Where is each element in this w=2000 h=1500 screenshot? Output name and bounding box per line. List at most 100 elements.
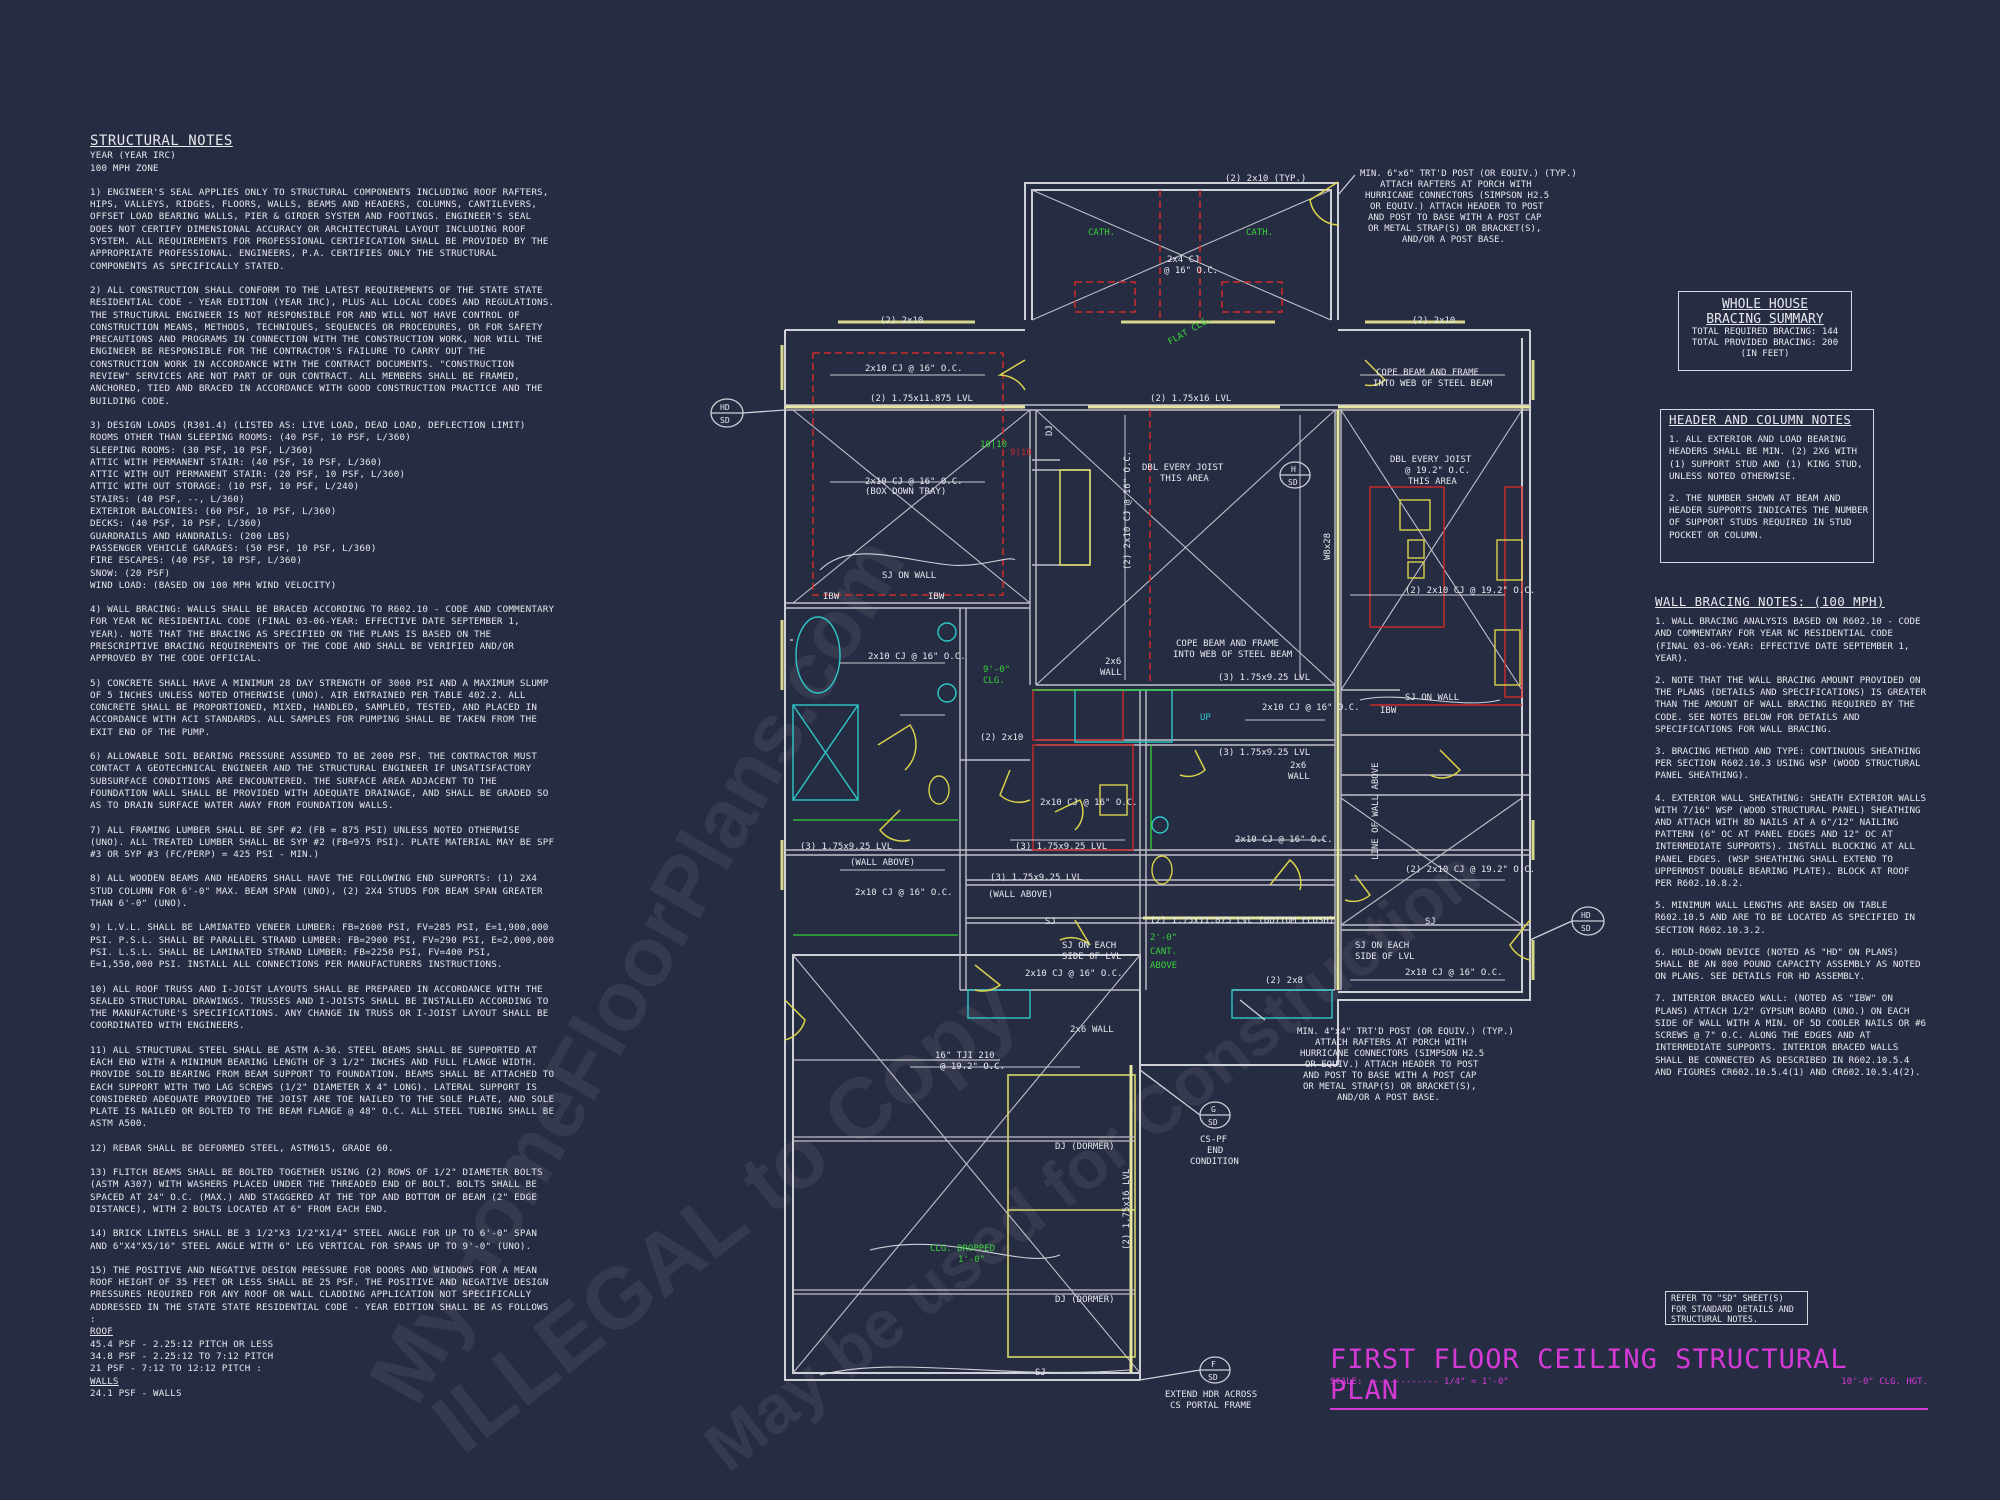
- ceiling-diagonals: [792, 189, 1523, 1374]
- tag-sd-text: SD: [1208, 1373, 1218, 1382]
- door-swing: [1179, 749, 1206, 778]
- door-swing: [999, 769, 1031, 804]
- label-cj-2x10: 2x10 CJ @ 16" O.C.: [1262, 703, 1360, 713]
- walls-label: WALLS: [90, 1375, 119, 1387]
- label-dbl-joist-right: THIS AREA: [1408, 477, 1457, 487]
- laundry: [1099, 784, 1128, 816]
- wall-bracing-note: 7. INTERIOR BRACED WALL: (NOTED AS "IBW"…: [1655, 993, 1927, 1078]
- label-lvl-175x925: (3) 1.75x9.25 LVL: [1218, 673, 1310, 683]
- structural-note: 8) ALL WOODEN BEAMS AND HEADERS SHALL HA…: [90, 873, 543, 910]
- label-sj-each-side: SIDE OF LVL: [1062, 952, 1122, 962]
- label-extend-hdr: CS PORTAL FRAME: [1170, 1401, 1251, 1411]
- door-swing: [879, 809, 911, 842]
- label-2x6-wall: 2x6: [1290, 761, 1306, 771]
- label-cs-pf: CONDITION: [1190, 1157, 1239, 1167]
- label-dbl-joist-right: @ 19.2" O.C.: [1405, 466, 1470, 476]
- diagonal-line: [1031, 189, 1332, 321]
- wind-zone: 100 mph ZONE: [90, 162, 159, 174]
- door-swing: [974, 964, 1002, 992]
- label-cj-2x10: 2x10 CJ @ 16" O.C.: [1235, 835, 1333, 845]
- label-post-note-bottom: HURRICANE CONNECTORS (SIMPSON H2.5: [1300, 1049, 1484, 1059]
- label-cj-2x10: 2x10 CJ @ 16" O.C.: [1040, 798, 1138, 808]
- structural-note: 3) DESIGN LOADS (R301.4) (LISTED AS: LIV…: [90, 419, 526, 591]
- label-post-note-top: AND/OR A POST BASE.: [1402, 235, 1505, 245]
- kitchen-island: [1407, 539, 1425, 559]
- wall-bracing-title: WALL BRACING NOTES: (100 MPH): [1655, 594, 1885, 609]
- house-outline-upper: [784, 330, 1140, 1381]
- bracing-title: WHOLE HOUSE BRACING SUMMARY: [1706, 297, 1824, 327]
- label-cath: CATH.: [1246, 228, 1273, 238]
- right-wing-outline: [1337, 330, 1531, 1065]
- label-lvl-175x925: (3) 1.75x9.25 LVL: [800, 842, 892, 852]
- label-lvl-175x925: (3) 1.75x9.25 LVL: [1218, 748, 1310, 758]
- section-tags: [710, 174, 1605, 1384]
- tag-sd-text: SD: [1208, 1118, 1218, 1127]
- roof-line: 34.8 PSF - 2.25:12 TO 7:12 PITCH: [90, 1350, 274, 1362]
- label-cath: CATH.: [1088, 228, 1115, 238]
- label-post-note-bottom: OR EQUIV.) ATTACH HEADER TO POST: [1305, 1060, 1479, 1070]
- red-joist-rect: [1074, 281, 1136, 313]
- label-post-note-top: HURRICANE CONNECTORS (SIMPSON H2.5: [1365, 191, 1549, 201]
- label-post-note-top: MIN. 6"x6" TRT'D POST (OR EQUIV.) (TYP.): [1360, 169, 1577, 179]
- wall-bracing-note: 6. HOLD-DOWN DEVICE (NOTED AS "HD" ON PL…: [1655, 946, 1921, 983]
- structural-note: 15) THE POSITIVE AND NEGATIVE DESIGN PRE…: [90, 1264, 549, 1326]
- label-cj-2x10: 2x10 CJ @ 16" O.C.: [1025, 969, 1123, 979]
- label-post-note-top: OR METAL STRAP(S) OR BRACKET(S),: [1368, 224, 1541, 234]
- wall-bracing-note: 5. MINIMUM WALL LENGTHS ARE BASED ON TAB…: [1655, 900, 1915, 936]
- tub: [795, 616, 841, 694]
- door-swing: [1344, 874, 1372, 903]
- label-lvl-bottom-flush: (2) 1.75x11.875 LVL (BOTTOM FLUSH): [1150, 916, 1334, 926]
- beams: [785, 405, 1530, 1373]
- label-flat-clg: FLAT CLG.: [1167, 315, 1214, 348]
- cyan-patch: [967, 989, 1031, 1019]
- label-clg-dropped: CLG. DROPPED: [930, 1244, 995, 1254]
- label-post-note-bottom: AND POST TO BASE WITH A POST CAP: [1303, 1071, 1477, 1081]
- diagonal-line: [1035, 409, 1336, 686]
- diagonal-line: [792, 409, 1031, 604]
- structural-notes: STRUCTURAL NOTES YEAR (YEAR IRC) 100 mph…: [90, 134, 555, 1400]
- label-two-2x10: (2) 2x10: [880, 316, 923, 326]
- fixtures: [928, 499, 1523, 885]
- door-swing: [1269, 858, 1302, 891]
- label-clg-9: CLG.: [983, 676, 1005, 686]
- walls-line: 24.1 PSF - WALLS: [90, 1387, 182, 1399]
- cabinet: [1504, 486, 1523, 698]
- door-swing: [1429, 749, 1462, 779]
- label-2x6-wall: 2x6: [1105, 657, 1121, 667]
- label-sj-on-wall: SJ ON WALL: [1405, 693, 1459, 703]
- bracing-line: TOTAL PROVIDED BRACING: 200: [1691, 338, 1839, 348]
- label-post-note-bottom: OR METAL STRAP(S) OR BRACKET(S),: [1303, 1082, 1476, 1092]
- label-wall-above: (WALL ABOVE): [988, 890, 1053, 900]
- label-cj-2x10: 2x10 CJ @ 16" O.C.: [1405, 968, 1503, 978]
- label-cj-vertical: (2) 2x10 CJ @ 16" O.C.: [1123, 451, 1133, 570]
- label-cj-2x4: 2x4 CJ: [1167, 255, 1200, 265]
- label-at-192oc: @ 19.2" O.C.: [940, 1062, 1005, 1072]
- label-typ-2x10: (2) 2x10 (TYP.): [1225, 174, 1306, 184]
- label-cope-beam-top: INTO WEB OF STEEL BEAM: [1373, 379, 1493, 389]
- label-two-2x8: (2) 2x8: [1265, 976, 1303, 986]
- cyan-patch: [1231, 989, 1333, 1019]
- porch-inner-outline: [1031, 189, 1332, 320]
- wall-bracing-note: 3. BRACING METHOD AND TYPE: CONTINUOUS S…: [1655, 746, 1921, 782]
- label-910: 9|10: [1010, 448, 1032, 458]
- structural-note: 14) BRICK LINTELS SHALL BE 3 1/2"x3 1/2"…: [90, 1228, 538, 1252]
- structural-note: 10) ALL ROOF TRUSS AND I-JOIST LAYOUTS S…: [90, 983, 549, 1032]
- leader-line: [742, 409, 786, 414]
- diagonal-line: [792, 954, 1141, 1374]
- diagonal-line: [1340, 409, 1523, 691]
- label-w8x28: W8x28: [1323, 533, 1333, 560]
- label-sj-each-side: SIDE OF LVL: [1355, 952, 1415, 962]
- label-cope-beam-mid: COPE BEAM AND FRAME: [1176, 639, 1279, 649]
- range: [1496, 539, 1523, 581]
- label-1010: 10|10: [980, 440, 1007, 450]
- tag-h-text: H: [1291, 465, 1296, 474]
- label-post-note-bottom: MIN. 4"x4" TRT'D POST (OR EQUIV.) (TYP.): [1297, 1027, 1514, 1037]
- leader-line: [1139, 1069, 1201, 1116]
- structural-note: 13) FLITCH BEAMS SHALL BE BOLTED TOGETHE…: [90, 1167, 543, 1215]
- structural-note: 7) ALL FRAMING LUMBER SHALL BE SPF #2 (F…: [90, 824, 555, 861]
- label-post-note-top: AND POST TO BASE WITH A POST CAP: [1368, 213, 1542, 223]
- scale-value: 1/4" = 1'-0": [1443, 1377, 1509, 1387]
- structural-note: 5) CONCRETE SHALL HAVE A MINIMUM 28 DAY …: [90, 677, 549, 738]
- label-dbl-joist-right: DBL EVERY JOIST: [1390, 455, 1472, 465]
- whole-house-bracing-box: WHOLE HOUSE BRACING SUMMARY TOTAL REQUIR…: [1678, 291, 1852, 371]
